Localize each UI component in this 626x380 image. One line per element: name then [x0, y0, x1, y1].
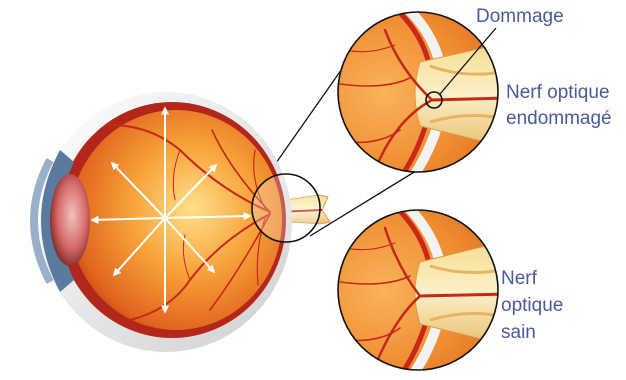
healthy-nerve-label-line2: optique — [501, 293, 563, 318]
magnifier-healthy — [330, 205, 510, 375]
eyeball-illustration — [34, 92, 292, 352]
damage-label: Dommage — [476, 4, 564, 29]
magnifier-damaged — [330, 8, 510, 178]
damaged-nerve-label-line2: endommagé — [506, 106, 612, 131]
damaged-nerve-label-line1: Nerf optique — [506, 80, 610, 105]
lens-shape — [50, 174, 90, 266]
healthy-nerve-label-line1: Nerf — [501, 266, 537, 291]
healthy-nerve-label-line3: sain — [501, 320, 536, 345]
